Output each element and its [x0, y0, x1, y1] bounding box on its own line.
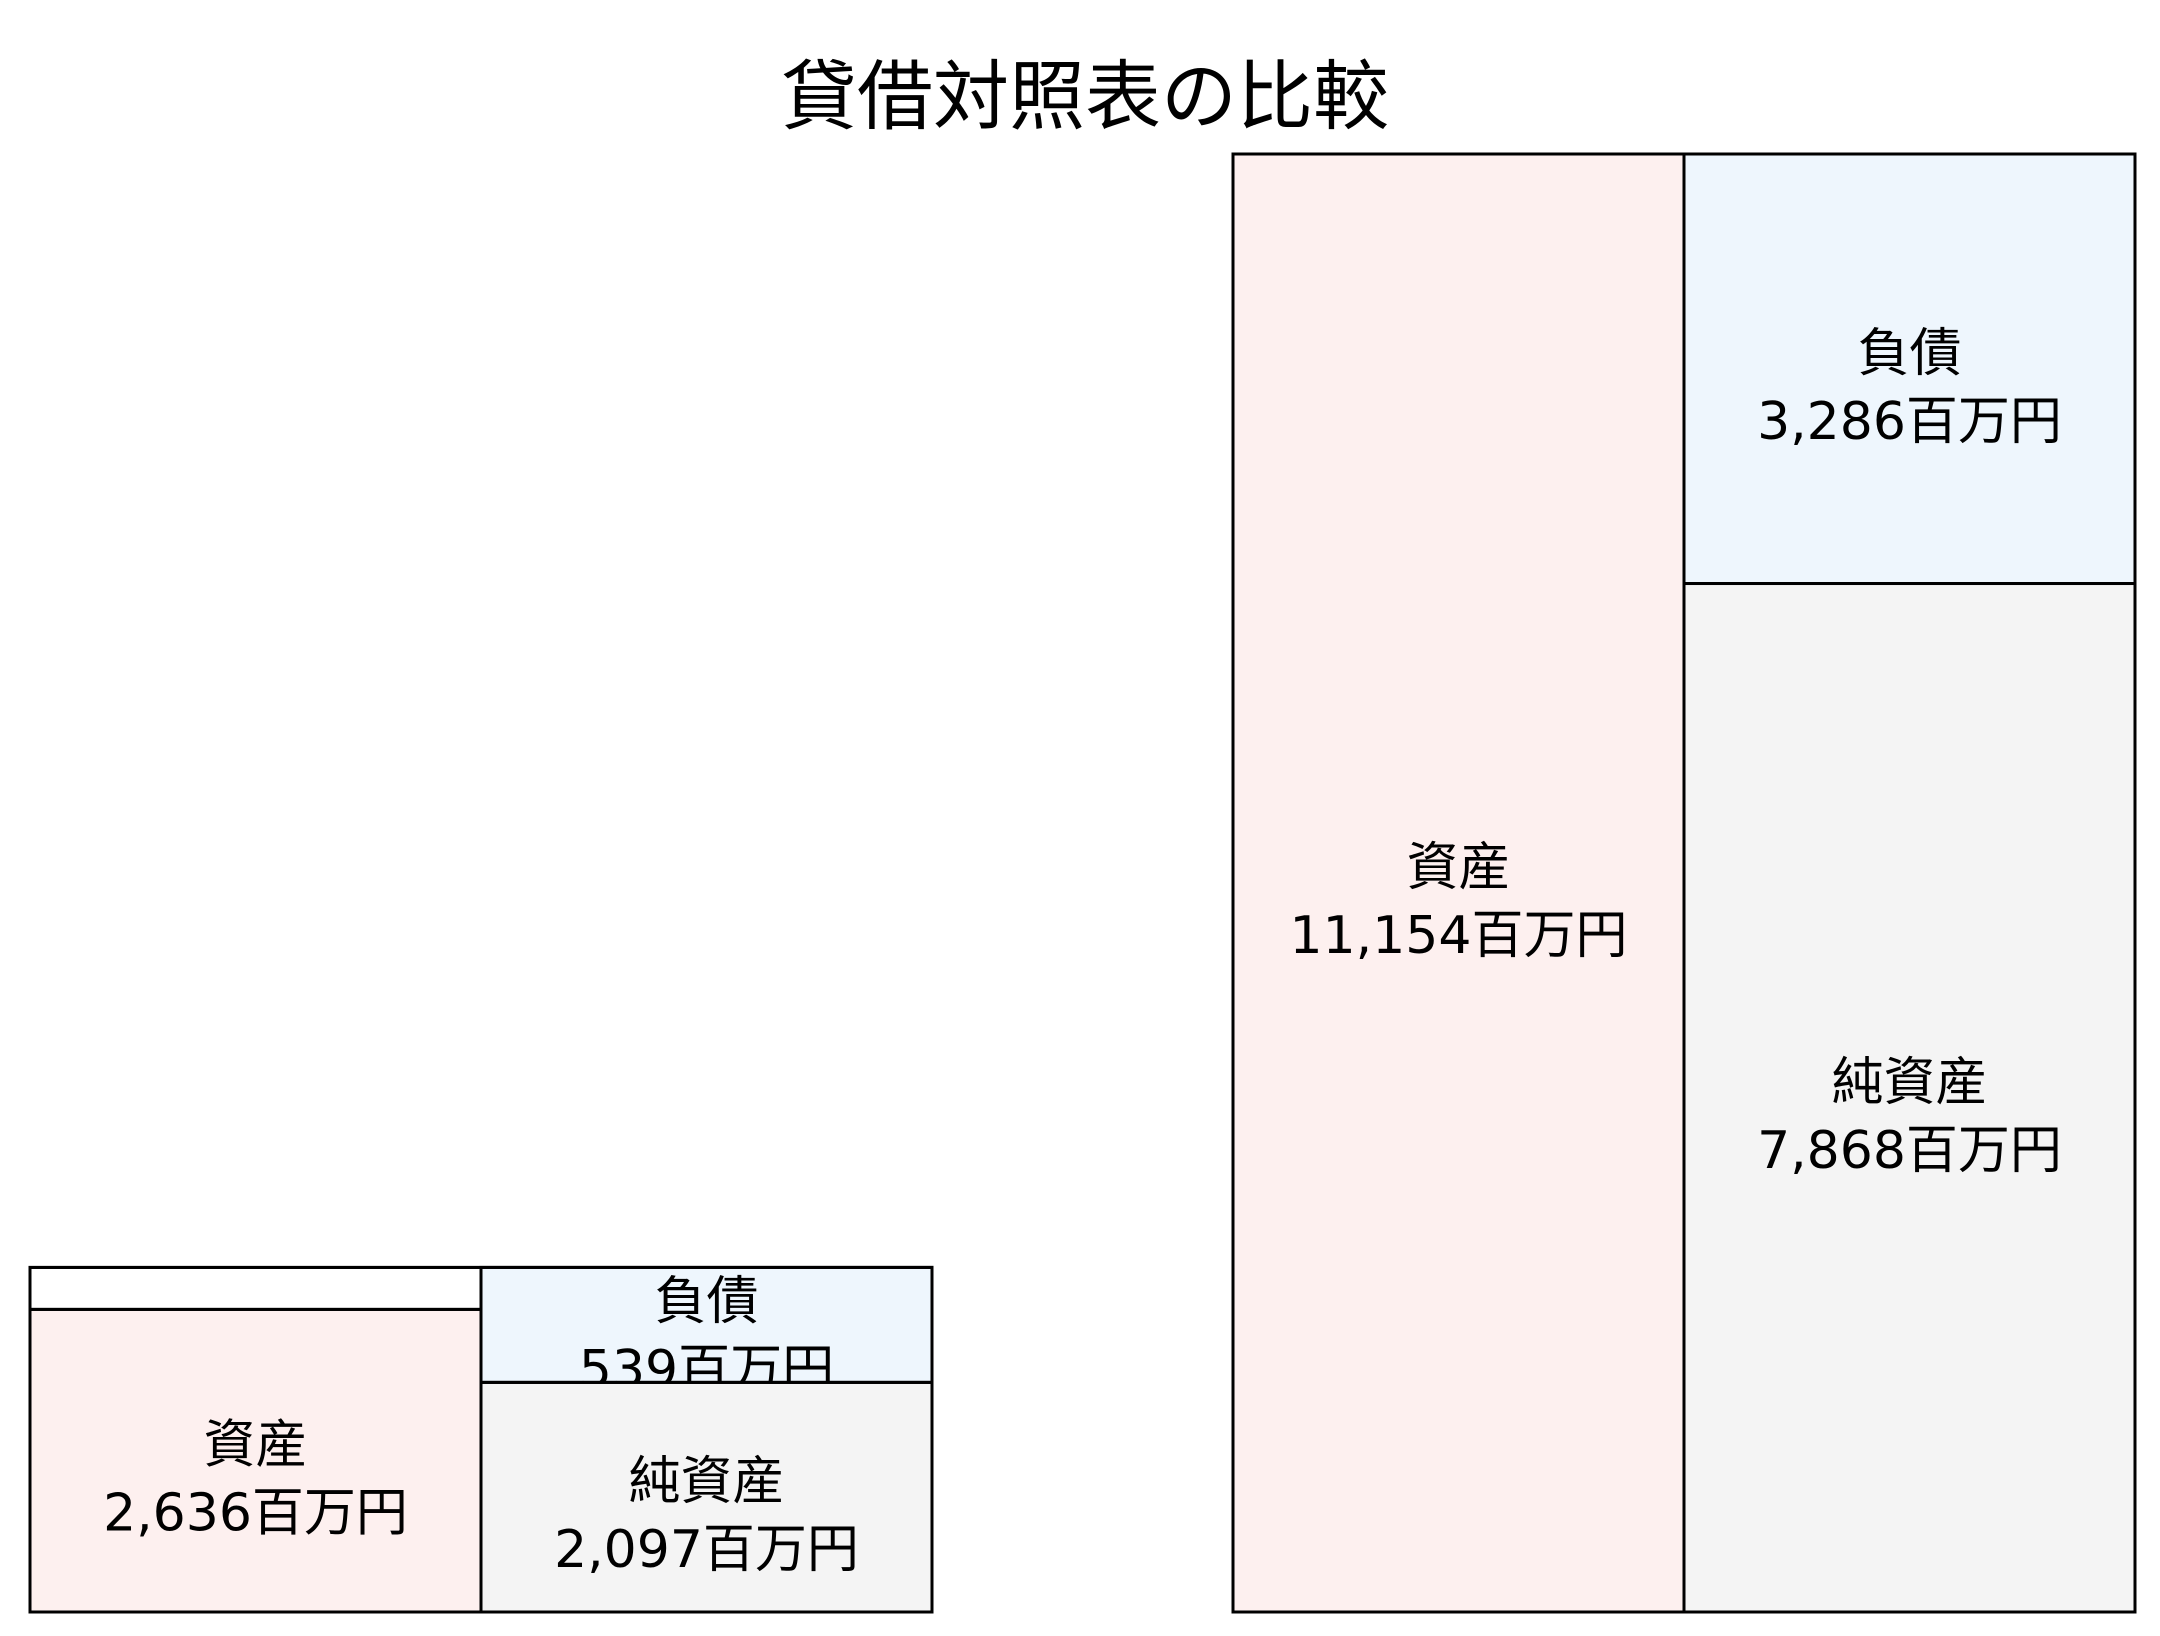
- sheets-group: 資産2,636百万円負債539百万円純資産2,097百万円資産11,154百万円…: [28, 152, 2137, 1614]
- liabilities-value-label: 3,286百万円: [1757, 392, 2062, 452]
- assets-value-label: 2,636百万円: [103, 1484, 408, 1544]
- net-assets-name-label: 純資産: [628, 1452, 784, 1512]
- liabilities-name-label: 負債: [1857, 324, 1961, 384]
- net-assets-block: [1682, 582, 2137, 1614]
- assets-name-label: 資産: [203, 1416, 307, 1476]
- net-assets-name-label: 純資産: [1831, 1053, 1987, 1113]
- chart-title: 貸借対照表の比較: [781, 52, 1389, 141]
- liabilities-block: [1682, 152, 2137, 586]
- assets-block: [1231, 152, 1686, 1614]
- liabilities-name-label: 負債: [654, 1272, 758, 1332]
- assets-block: [28, 1307, 483, 1614]
- assets-name-label: 資産: [1406, 838, 1510, 898]
- liabilities-value-label: 539百万円: [579, 1340, 834, 1400]
- net-assets-value-label: 2,097百万円: [554, 1520, 859, 1580]
- net-assets-block: [479, 1380, 934, 1614]
- assets-value-label: 11,154百万円: [1290, 906, 1628, 966]
- net-assets-value-label: 7,868百万円: [1757, 1121, 2062, 1181]
